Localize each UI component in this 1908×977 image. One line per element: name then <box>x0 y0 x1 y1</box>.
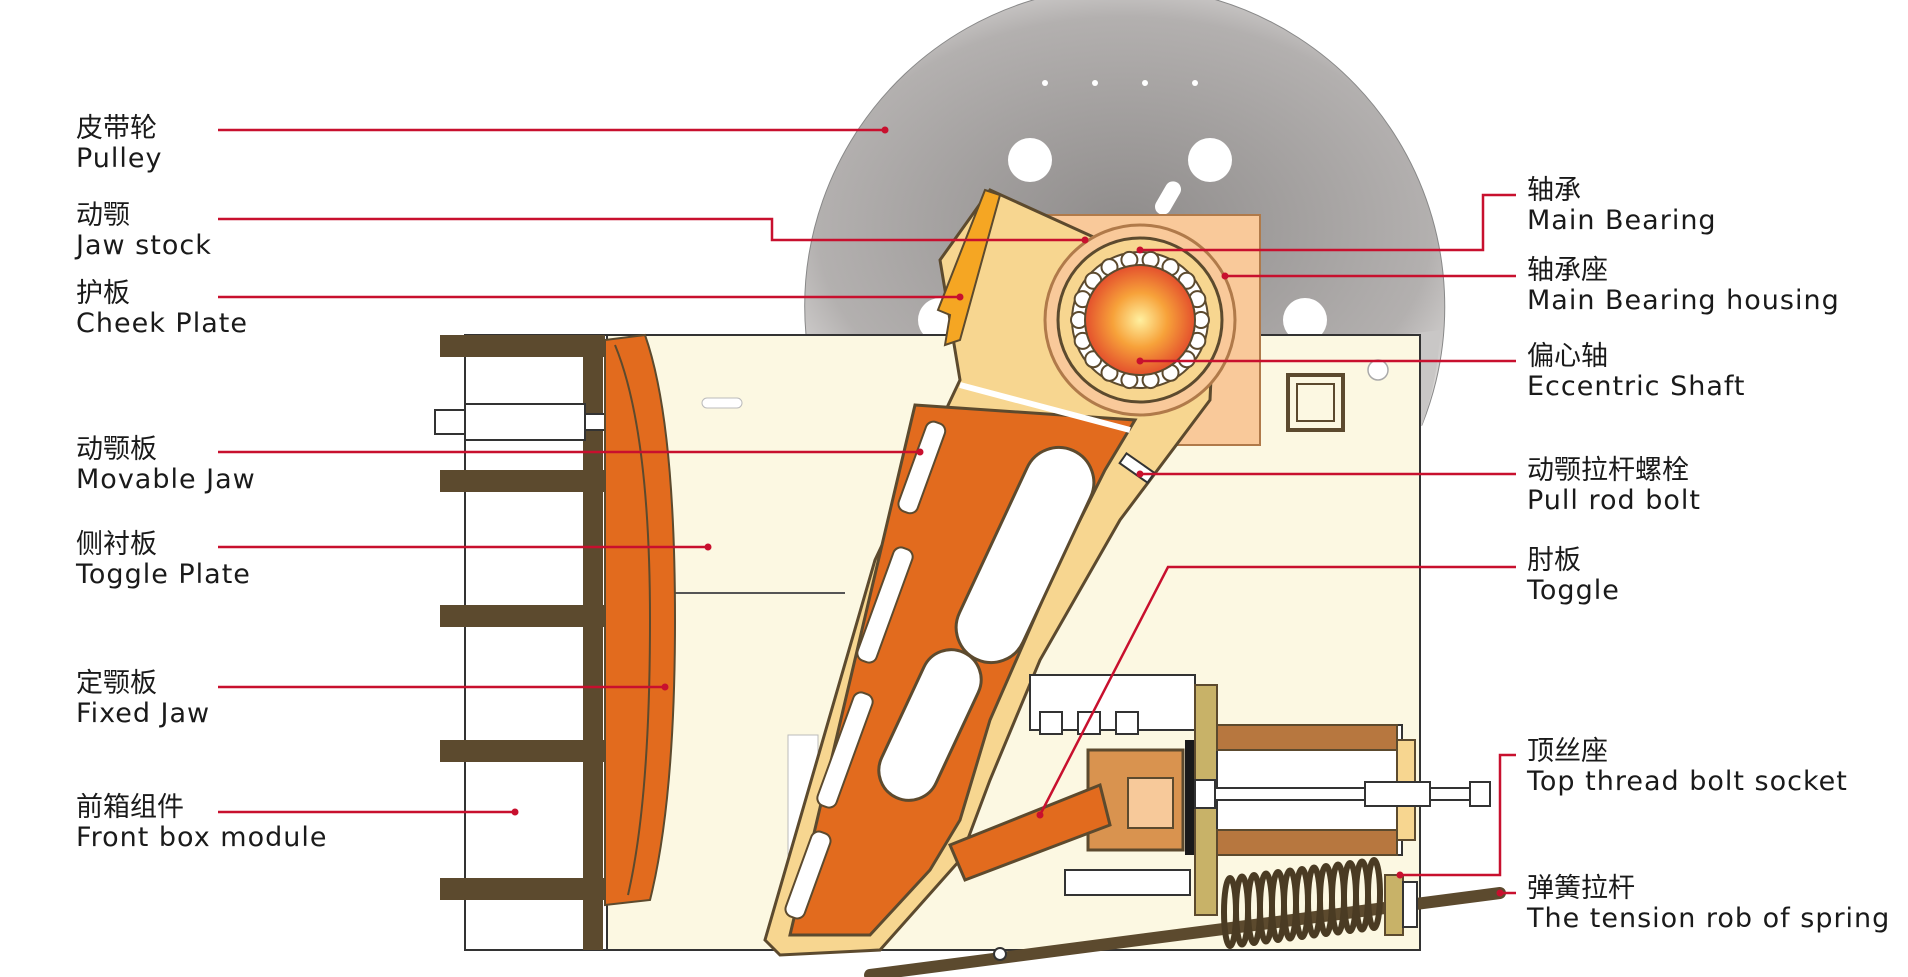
label-cheek-plate-zh: 护板 <box>76 278 130 309</box>
label-eccentric-shaft-en: Eccentric Shaft <box>1527 371 1746 403</box>
pull-rod-bolt <box>1118 451 1156 485</box>
label-toggle-en: Toggle <box>1527 575 1620 607</box>
leader-line <box>1038 565 1516 816</box>
label-toggle-plate-en: Toggle Plate <box>76 559 251 591</box>
cheek-plate <box>936 188 1002 347</box>
label-bearing-housing-en: Main Bearing housing <box>1527 285 1840 317</box>
front-box-module <box>434 334 608 951</box>
label-toggle-plate: 侧衬板 Toggle Plate <box>76 529 251 591</box>
label-jaw-stock-zh: 动颚 <box>76 200 130 231</box>
label-toggle-zh: 肘板 <box>1527 545 1581 576</box>
toggle <box>948 782 1112 882</box>
leader-dot <box>1496 889 1504 897</box>
label-tension-spring: 弹簧拉杆 The tension rob of spring <box>1527 873 1891 935</box>
label-toggle-plate-zh: 侧衬板 <box>76 529 157 560</box>
label-bearing-housing-zh: 轴承座 <box>1527 255 1608 286</box>
label-pulley: 皮带轮 Pulley <box>76 113 163 175</box>
label-jaw-stock: 动颚 Jaw stock <box>76 200 212 262</box>
eccentric-shaft <box>1084 264 1196 376</box>
label-front-box: 前箱组件 Front box module <box>76 792 328 854</box>
fixed-jaw <box>604 333 677 907</box>
label-main-bearing: 轴承 Main Bearing <box>1527 175 1717 237</box>
leader-dot <box>1036 811 1044 819</box>
label-pulley-en: Pulley <box>76 143 163 175</box>
label-movable-jaw-zh: 动颚板 <box>76 434 157 465</box>
label-top-thread-en: Top thread bolt socket <box>1527 766 1848 798</box>
label-pulley-zh: 皮带轮 <box>76 113 157 144</box>
leader-dot <box>661 683 669 691</box>
label-bearing-housing: 轴承座 Main Bearing housing <box>1527 255 1840 317</box>
label-pull-rod-bolt-zh: 动颚拉杆螺栓 <box>1527 455 1689 486</box>
leader-dot <box>881 126 889 134</box>
label-front-box-zh: 前箱组件 <box>76 792 184 823</box>
leader-line <box>218 217 1085 242</box>
label-top-thread: 顶丝座 Top thread bolt socket <box>1527 736 1848 798</box>
label-tension-spring-zh: 弹簧拉杆 <box>1527 873 1635 904</box>
label-eccentric-shaft-zh: 偏心轴 <box>1527 341 1608 372</box>
label-tension-spring-en: The tension rob of spring <box>1527 903 1891 935</box>
leader-lines <box>218 126 1516 897</box>
label-movable-jaw: 动颚板 Movable Jaw <box>76 434 256 496</box>
label-fixed-jaw: 定颚板 Fixed Jaw <box>76 668 211 730</box>
leader-line <box>1400 753 1516 877</box>
label-fixed-jaw-zh: 定颚板 <box>76 668 157 699</box>
label-front-box-en: Front box module <box>76 822 328 854</box>
leader-dot <box>1136 357 1144 365</box>
label-eccentric-shaft: 偏心轴 Eccentric Shaft <box>1527 341 1746 403</box>
label-pull-rod-bolt-en: Pull rod bolt <box>1527 485 1701 517</box>
tension-spring-rod <box>864 857 1506 977</box>
label-fixed-jaw-en: Fixed Jaw <box>76 698 211 730</box>
label-cheek-plate-en: Cheek Plate <box>76 308 248 340</box>
leader-dot <box>1136 246 1144 254</box>
leader-dot <box>1396 871 1404 879</box>
rear-assembly <box>1029 674 1491 916</box>
leader-dot <box>511 808 519 816</box>
leader-dot <box>1221 272 1229 280</box>
label-pull-rod-bolt: 动颚拉杆螺栓 Pull rod bolt <box>1527 455 1701 517</box>
label-movable-jaw-en: Movable Jaw <box>76 464 256 496</box>
leader-dot <box>956 293 964 301</box>
leader-dot <box>1136 470 1144 478</box>
label-toggle: 肘板 Toggle <box>1527 545 1620 607</box>
spring-coil <box>1365 857 1383 931</box>
bearing-assembly <box>1043 223 1237 417</box>
label-main-bearing-zh: 轴承 <box>1527 175 1581 206</box>
label-main-bearing-en: Main Bearing <box>1527 205 1717 237</box>
label-top-thread-zh: 顶丝座 <box>1527 736 1608 767</box>
leader-dot <box>704 543 712 551</box>
leader-dot <box>1081 236 1089 244</box>
label-cheek-plate: 护板 Cheek Plate <box>76 278 248 340</box>
leader-dot <box>916 448 924 456</box>
leader-line <box>1140 193 1516 252</box>
label-jaw-stock-en: Jaw stock <box>76 230 212 262</box>
